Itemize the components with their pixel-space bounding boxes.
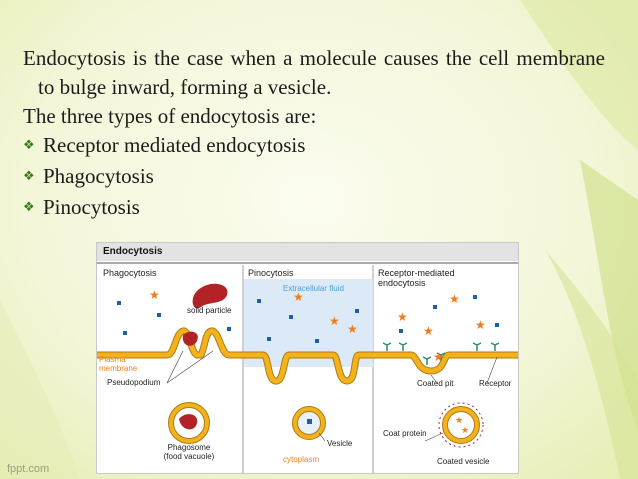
molecule-squares	[117, 295, 499, 343]
figure-title: Endocytosis	[103, 246, 163, 257]
bullet-item: ❖ Phagocytosis	[23, 162, 605, 193]
pseudopodium-label: Pseudopodium	[107, 378, 161, 387]
svg-text:★: ★	[433, 350, 444, 364]
receptor-shapes	[382, 342, 500, 365]
types-heading: The three types of endocytosis are:	[23, 104, 317, 128]
pinocytosis-label: Pinocytosis	[248, 268, 294, 278]
receptor-mediated-label: Receptor-mediated endocytosis	[378, 268, 455, 288]
bullet-text: Phagocytosis	[43, 164, 154, 188]
plasma-membrane-label: Plasma membrane	[99, 355, 138, 373]
svg-text:★: ★	[455, 415, 463, 425]
vesicle-label: Vesicle	[327, 439, 353, 448]
diamond-bullet-icon: ❖	[23, 199, 35, 214]
phagosome-label: Phagosome (food vacuole)	[163, 443, 215, 461]
engulfed-particle-shape	[182, 331, 198, 346]
receptor-label: Receptor	[479, 379, 512, 388]
coat-protein-ring	[438, 402, 484, 448]
extracellular-fluid-label: Extracellular fluid	[283, 284, 344, 293]
bullet-item: ❖ Pinocytosis	[23, 193, 605, 224]
phagocytosis-label: Phagocytosis	[103, 268, 157, 278]
endocytosis-figure: ★ ★ ★★★ ★★★ ★★★	[96, 242, 519, 474]
coated-vesicle-label: Coated vesicle	[437, 457, 490, 466]
slide-text: Endocytosis is the case when a molecule …	[23, 44, 605, 224]
svg-text:★: ★	[449, 292, 460, 306]
coat-protein-label: Coat protein	[383, 429, 427, 438]
svg-text:★: ★	[397, 310, 408, 324]
coated-pit-label: Coated pit	[417, 379, 454, 388]
svg-text:★: ★	[149, 288, 160, 302]
svg-text:★: ★	[347, 322, 358, 336]
bullet-text: Receptor mediated endocytosis	[43, 133, 306, 157]
intro-paragraph: Endocytosis is the case when a molecule …	[23, 46, 605, 99]
svg-text:★: ★	[461, 425, 469, 435]
bullet-item: ❖ Receptor mediated endocytosis	[23, 131, 605, 162]
svg-text:★: ★	[293, 290, 304, 304]
figure-header-bar	[97, 243, 518, 261]
bullet-text: Pinocytosis	[43, 195, 140, 219]
diamond-bullet-icon: ❖	[23, 137, 35, 152]
svg-text:★: ★	[475, 318, 486, 332]
svg-text:★: ★	[423, 324, 434, 338]
cytoplasm-label: cytoplasm	[283, 455, 320, 464]
solid-particle-shape	[192, 283, 228, 309]
solid-particle-label: solid particle	[187, 306, 232, 315]
molecule-stars: ★ ★ ★ ★ ★ ★ ★ ★ ★	[149, 288, 486, 364]
svg-text:★: ★	[329, 314, 340, 328]
footer-brand: fppt.com	[7, 463, 50, 475]
endocytosis-diagram: ★ ★ ★★★ ★★★ ★★★	[97, 243, 518, 473]
diamond-bullet-icon: ❖	[23, 168, 35, 183]
